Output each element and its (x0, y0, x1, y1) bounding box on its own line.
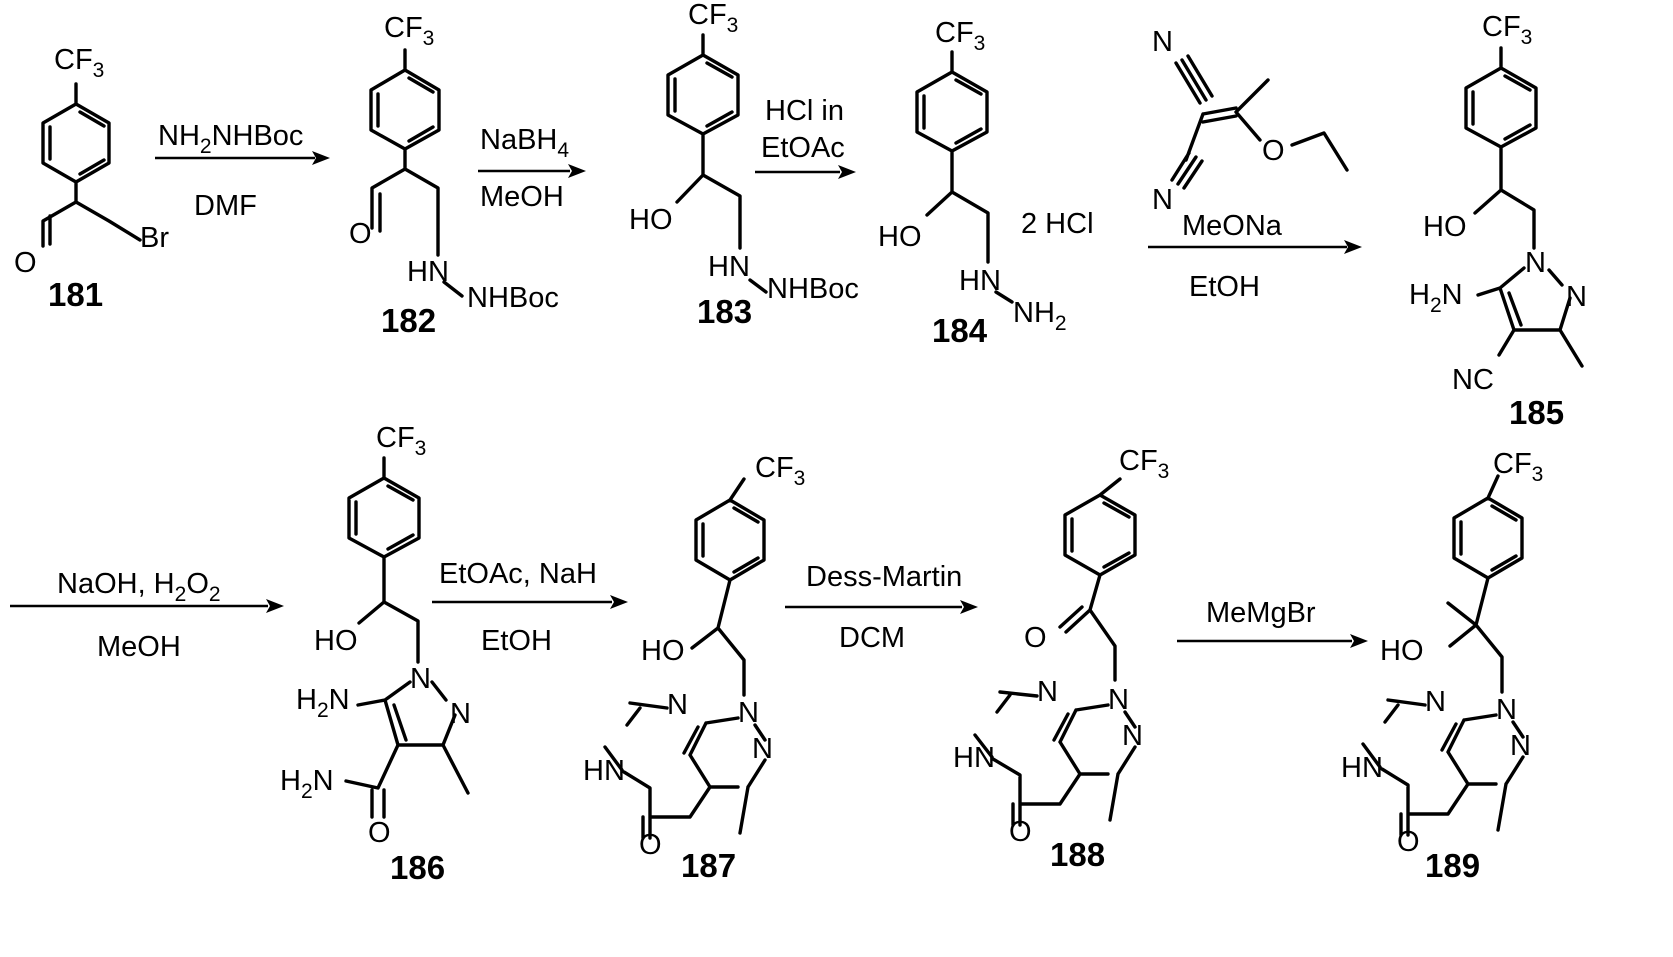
hydroxyl-label: HO (629, 204, 673, 236)
nhboc-label: NHBoc (467, 282, 559, 314)
cf3-label: CF3 (1493, 448, 1543, 486)
reagent-above: MeONa (1182, 210, 1283, 242)
lactam-o-label: O (1397, 826, 1420, 858)
ether-o-label: O (1262, 135, 1285, 167)
reagent-below: MeOH (97, 631, 181, 663)
lactam-o-label: O (1009, 816, 1032, 848)
compound-181: CF3 O Br 181 (14, 44, 169, 313)
reaction-arrow-1: NH2NHBoc DMF (155, 120, 330, 222)
nh2-label: NH2 (1013, 297, 1067, 335)
lactam-nh-label: HN (1341, 752, 1383, 784)
amide-nh2-label: H2N (280, 765, 334, 803)
compound-187: CF3 HO N N N HN O 187 (583, 452, 805, 884)
compound-number: 185 (1509, 394, 1564, 431)
pyrazole-n1-label: N (738, 697, 759, 729)
pyrazole-n1-label: N (410, 663, 431, 695)
compound-185: CF3 HO N N H2N NC 185 (1409, 11, 1587, 431)
nitrile-n-label: N (1152, 26, 1173, 58)
hydroxyl-label: HO (641, 635, 685, 667)
reagent-above: Dess-Martin (806, 561, 962, 593)
hydroxyl-label: HO (314, 625, 358, 657)
nitrile-n-label: N (1152, 184, 1173, 216)
pyrazole-n2-label: N (1566, 281, 1587, 313)
hydrazine-nh-label: HN (407, 256, 449, 288)
compound-number: 187 (681, 847, 736, 884)
carbonyl-o-label: O (1024, 622, 1047, 654)
compound-number: 184 (932, 312, 988, 349)
reaction-arrow-3: HCl in EtOAc (755, 95, 856, 179)
reaction-arrow-6: EtOAc, NaH EtOH (432, 558, 628, 657)
compound-186: CF3 HO N N H2N H2N O 186 (280, 422, 471, 886)
reagent-below: DCM (839, 622, 905, 654)
pyrazole-n1-label: N (1525, 247, 1546, 279)
compound-182: CF3 O HN NHBoc 182 (349, 12, 559, 339)
salt-label: 2 HCl (1021, 208, 1094, 240)
reaction-arrow-4: MeONa EtOH (1148, 210, 1362, 303)
bromine-label: Br (140, 222, 169, 254)
compound-189: CF3 HO N N N HN O 189 (1341, 448, 1543, 884)
cf3-label: CF3 (54, 44, 104, 82)
reagent-structure-ethoxyethylidenemalononitrile: N N O (1152, 26, 1347, 216)
compound-number: 183 (697, 293, 752, 330)
cf3-label: CF3 (755, 452, 805, 490)
reagent-above-line2: EtOAc (761, 132, 845, 164)
cf3-label: CF3 (1119, 445, 1169, 483)
reagent-above: EtOAc, NaH (439, 558, 597, 590)
hydroxyl-label: HO (878, 221, 922, 253)
amino-label: H2N (1409, 279, 1463, 317)
compound-183: CF3 HO HN NHBoc 183 (629, 0, 859, 330)
cf3-label: CF3 (935, 17, 985, 55)
pyrazole-n1-label: N (1108, 684, 1129, 716)
pyrazole-n2-label: N (450, 698, 471, 730)
amino-label: H2N (296, 684, 350, 722)
pyrazole-n2-label: N (1122, 720, 1143, 752)
cf3-label: CF3 (688, 0, 738, 37)
reagent-above: HCl in (765, 95, 844, 127)
pyrazole-n2-label: N (752, 733, 773, 765)
reaction-arrow-8: MeMgBr (1177, 597, 1368, 648)
cf3-label: CF3 (1482, 11, 1532, 49)
reagent-below: DMF (194, 190, 257, 222)
reaction-arrow-5: NaOH, H2O2 MeOH (10, 568, 284, 663)
pyrimidine-n-label: N (667, 689, 688, 721)
reagent-below: MeOH (480, 181, 564, 213)
reaction-arrow-2: NaBH4 MeOH (478, 124, 586, 213)
compound-number: 182 (381, 302, 436, 339)
cf3-label: CF3 (384, 12, 434, 50)
amide-o-label: O (368, 817, 391, 849)
lactam-nh-label: HN (583, 755, 625, 787)
carbonyl-o-label: O (14, 247, 37, 279)
compound-number: 189 (1425, 847, 1480, 884)
reagent-below: EtOH (1189, 271, 1260, 303)
hydroxyl-label: HO (1423, 211, 1467, 243)
lactam-nh-label: HN (953, 742, 995, 774)
nhboc-label: NHBoc (767, 273, 859, 305)
reagent-above: NaOH, H2O2 (57, 568, 221, 606)
hydrazine-nh-label: HN (959, 265, 1001, 297)
reaction-arrow-7: Dess-Martin DCM (785, 561, 978, 654)
reagent-below: EtOH (481, 625, 552, 657)
lactam-o-label: O (639, 829, 662, 861)
reagent-above: NaBH4 (480, 124, 569, 162)
compound-number: 186 (390, 849, 445, 886)
compound-188: CF3 O N N N HN O 188 (953, 445, 1169, 873)
reagent-above: NH2NHBoc (158, 120, 303, 158)
cf3-label: CF3 (376, 422, 426, 460)
pyrazole-n2-label: N (1510, 730, 1531, 762)
reagent-above: MeMgBr (1206, 597, 1316, 629)
nitrile-label: NC (1452, 364, 1494, 396)
carbonyl-o-label: O (349, 218, 372, 250)
pyrimidine-n-label: N (1425, 686, 1446, 718)
pyrazole-n1-label: N (1496, 694, 1517, 726)
compound-number: 188 (1050, 836, 1105, 873)
compound-184: CF3 HO HN NH2 2 HCl 184 (878, 17, 1094, 349)
hydroxyl-label: HO (1380, 635, 1424, 667)
compound-number: 181 (48, 276, 103, 313)
pyrimidine-n-label: N (1037, 676, 1058, 708)
hydrazine-nh-label: HN (708, 251, 750, 283)
